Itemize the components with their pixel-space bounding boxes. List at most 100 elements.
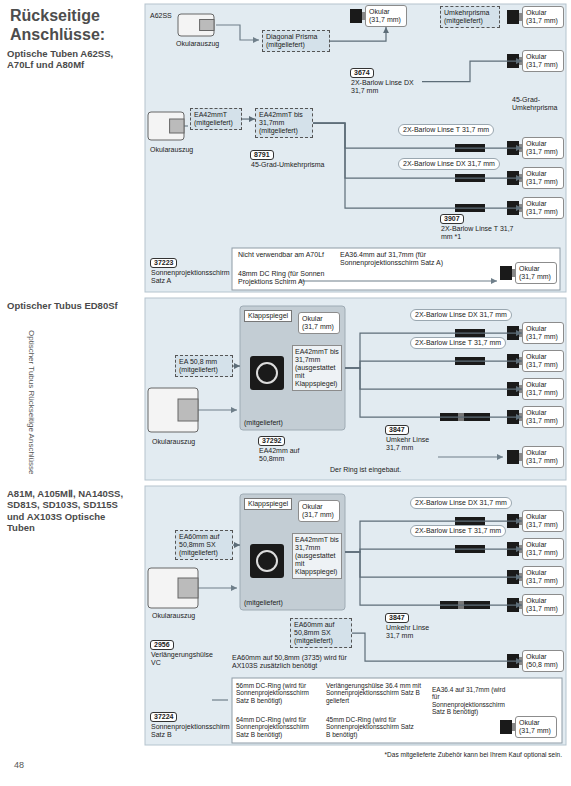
focuser-symbol [148,112,184,140]
sub-panel [232,248,560,290]
part-text: Okular (31,7 mm) [526,170,560,186]
side-heading: Optischer Tubus Rückseitige Anschlüsse [27,330,36,475]
part-text: 2X-Barlow Linse DX 31,7 mm [403,160,495,168]
eyepiece-body [507,450,519,464]
supplied-part-label: EA42mmT bis 31,7mm (mitgeliefert) [255,108,313,138]
callout-number: 3907 [440,214,464,224]
part-text: (mitgeliefert) [244,599,283,607]
light-path-connector [345,549,522,552]
section-panel: Optische Tuben A62SS, A70Lf und A80MfDia… [145,4,566,292]
light-path [216,25,259,40]
supplied-part-label: Diagonal Prisma (mitgeliefert) [262,30,330,52]
lens-label: 2X-Barlow Linse DX 31,7 mm [398,158,500,170]
eyepiece-label: Okular (31,7 mm) [522,566,564,588]
eyepiece-body [350,9,362,23]
eyepiece-label: Okular (31,7 mm) [522,50,564,72]
light-path-connector [313,123,522,208]
part-text: Okular (31,7 mm) [526,513,560,529]
eyepiece-label: Okular (31,7 mm) [522,538,564,560]
part-text: Umkehr Linse 31,7 mm [385,623,433,640]
lens-label: 2X-Barlow Linse T 31,7 mm [410,525,506,537]
eyepiece-label: Okular (31,7 mm) [522,378,564,400]
page-title: Rückseitige Anschlüsse: [10,6,145,44]
part-text: EA60mm auf 50,8mm SX (mitgeliefert) [179,533,229,557]
light-path-connector [330,27,386,41]
part-text: Okular (31,7 mm) [519,719,553,735]
mirror-panel: Klappspiegel (mitgeliefert) Okular (31,7 m… [240,494,345,610]
focuser-body [148,568,198,608]
part-text: Okular (31,7 mm) [519,265,553,281]
part-label: Okularauszug [152,612,195,620]
part-label: EA60mm auf 50,8mm (3735) wird für AX103S… [232,654,357,670]
callout-number: 879145-Grad-Umkehrprisma [250,150,330,169]
callout-number: 39072X-Barlow Linse T 31,7 mm *1 [440,214,518,241]
section-fill [145,298,566,480]
part-text: EA 50,8 mm (mitgeliefert) [179,358,229,374]
mirror-symbol [250,544,284,578]
part-text: 45-Grad-Umkehrprisma [250,160,330,169]
light-path-connector [345,552,522,605]
part-text: Okular (31,7 mm) [526,449,560,465]
mirror-panel-fill [240,494,345,610]
supplied-part-label: EA60mm auf 50,8mm SX (mitgeliefert) [175,530,233,560]
eyepiece-label: Okular (31,7 mm) [522,137,564,159]
focuser-tube [178,578,198,598]
light-path [198,409,237,410]
part-text: Sonnenprojektionsschirm Satz A [150,268,236,285]
part-text: Diagonal Prisma (mitgeliefert) [266,33,326,49]
part-text: 2X-Barlow Linse T 31,7 mm *1 [440,224,518,241]
eyepiece-label: Okular (31,7 mm) [365,5,407,27]
eyepiece-symbol [350,9,365,23]
eyepiece-body [500,720,512,734]
section-fill [145,486,566,745]
lens-label: 2X-Barlow Linse DX 31,7 mm [410,309,512,321]
part-text: EA42mmT bis 31,7mm (ausgestattet mit Kla… [295,536,339,576]
part-text: Okular (31,7 mm) [526,409,560,425]
eyepiece-label: Okular (31,7 mm) [515,716,557,738]
part-text: Okular (31,7 mm) [526,541,560,557]
light-path-connector [345,552,522,577]
eyepiece-label: Okular (31,7 mm) [522,406,564,428]
light-path-connector [345,521,522,552]
part-text: Okular (31,7 mm) [526,53,560,69]
lens-label: 2X-Barlow Linse T 31,7 mm [398,124,494,136]
part-text: Okular (31,7 mm) [302,315,336,331]
eyepiece-label: Okular (31,7 mm) [522,167,564,189]
callout-number: 3674 [350,68,374,78]
part-text: Klappspiegel [244,498,292,510]
part-text: Okular (31,7 mm) [302,503,336,519]
light-path-connector [345,333,522,368]
light-path-connector [422,61,522,82]
part-text: Okular (31,7 mm) [526,200,560,216]
callout-number: 2956Verlängerungshülse VC [150,640,224,667]
callout-number: 3847Umkehr Linse 31,7 mm [385,613,433,640]
part-text: Umkehrprisma (mitgeliefert) [444,9,496,25]
part-label: Verlängerungshülse 36.4 mm mit Sonnenpro… [326,682,426,704]
eyepiece-label: Okular (31,7 mm) [298,500,340,522]
supplied-part-label: EA60mm auf 50,8mm SX (mitgeliefert) [290,618,352,648]
part-text: Okular (31,7 mm) [526,353,560,369]
callout-number: 37223 [150,258,177,268]
supplied-part-label: Umkehrprisma (mitgeliefert) [440,6,500,28]
light-path-connector [313,123,522,148]
light-path-connector [345,368,522,417]
mirror-housing [250,544,284,578]
supplied-part-label: EA 50,8 mm (mitgeliefert) [175,355,233,377]
part-text: Sonnenprojektionsschirm Satz B [150,722,236,739]
section-panel: Optischer Tubus ED80SfEA 50,8 mm (mitgel… [145,298,566,480]
part-label: Nicht verwendbar am A70Lf [238,251,324,259]
part-text: Umkehr Linse 31,7 mm [385,435,433,452]
callout-number: 8791 [250,150,274,160]
part-text: Okular (31,7 mm) [526,140,560,156]
eyepiece-label: Okular (31,7 mm) [522,594,564,616]
focuser-symbol [148,568,198,608]
mirror-housing [250,356,284,390]
part-label: A62SS [150,12,172,20]
eyepiece-label: Okular (31,7 mm) [522,197,564,219]
eyepiece-label: Okular (31,7 mm) [522,322,564,344]
adapter-label: EA42mmT bis 31,7mm (ausgestattet mit Kla… [292,533,342,579]
mirror-port [257,551,277,571]
light-path [212,699,228,700]
mirror-panel-fill [240,306,345,430]
light-path [184,125,188,126]
